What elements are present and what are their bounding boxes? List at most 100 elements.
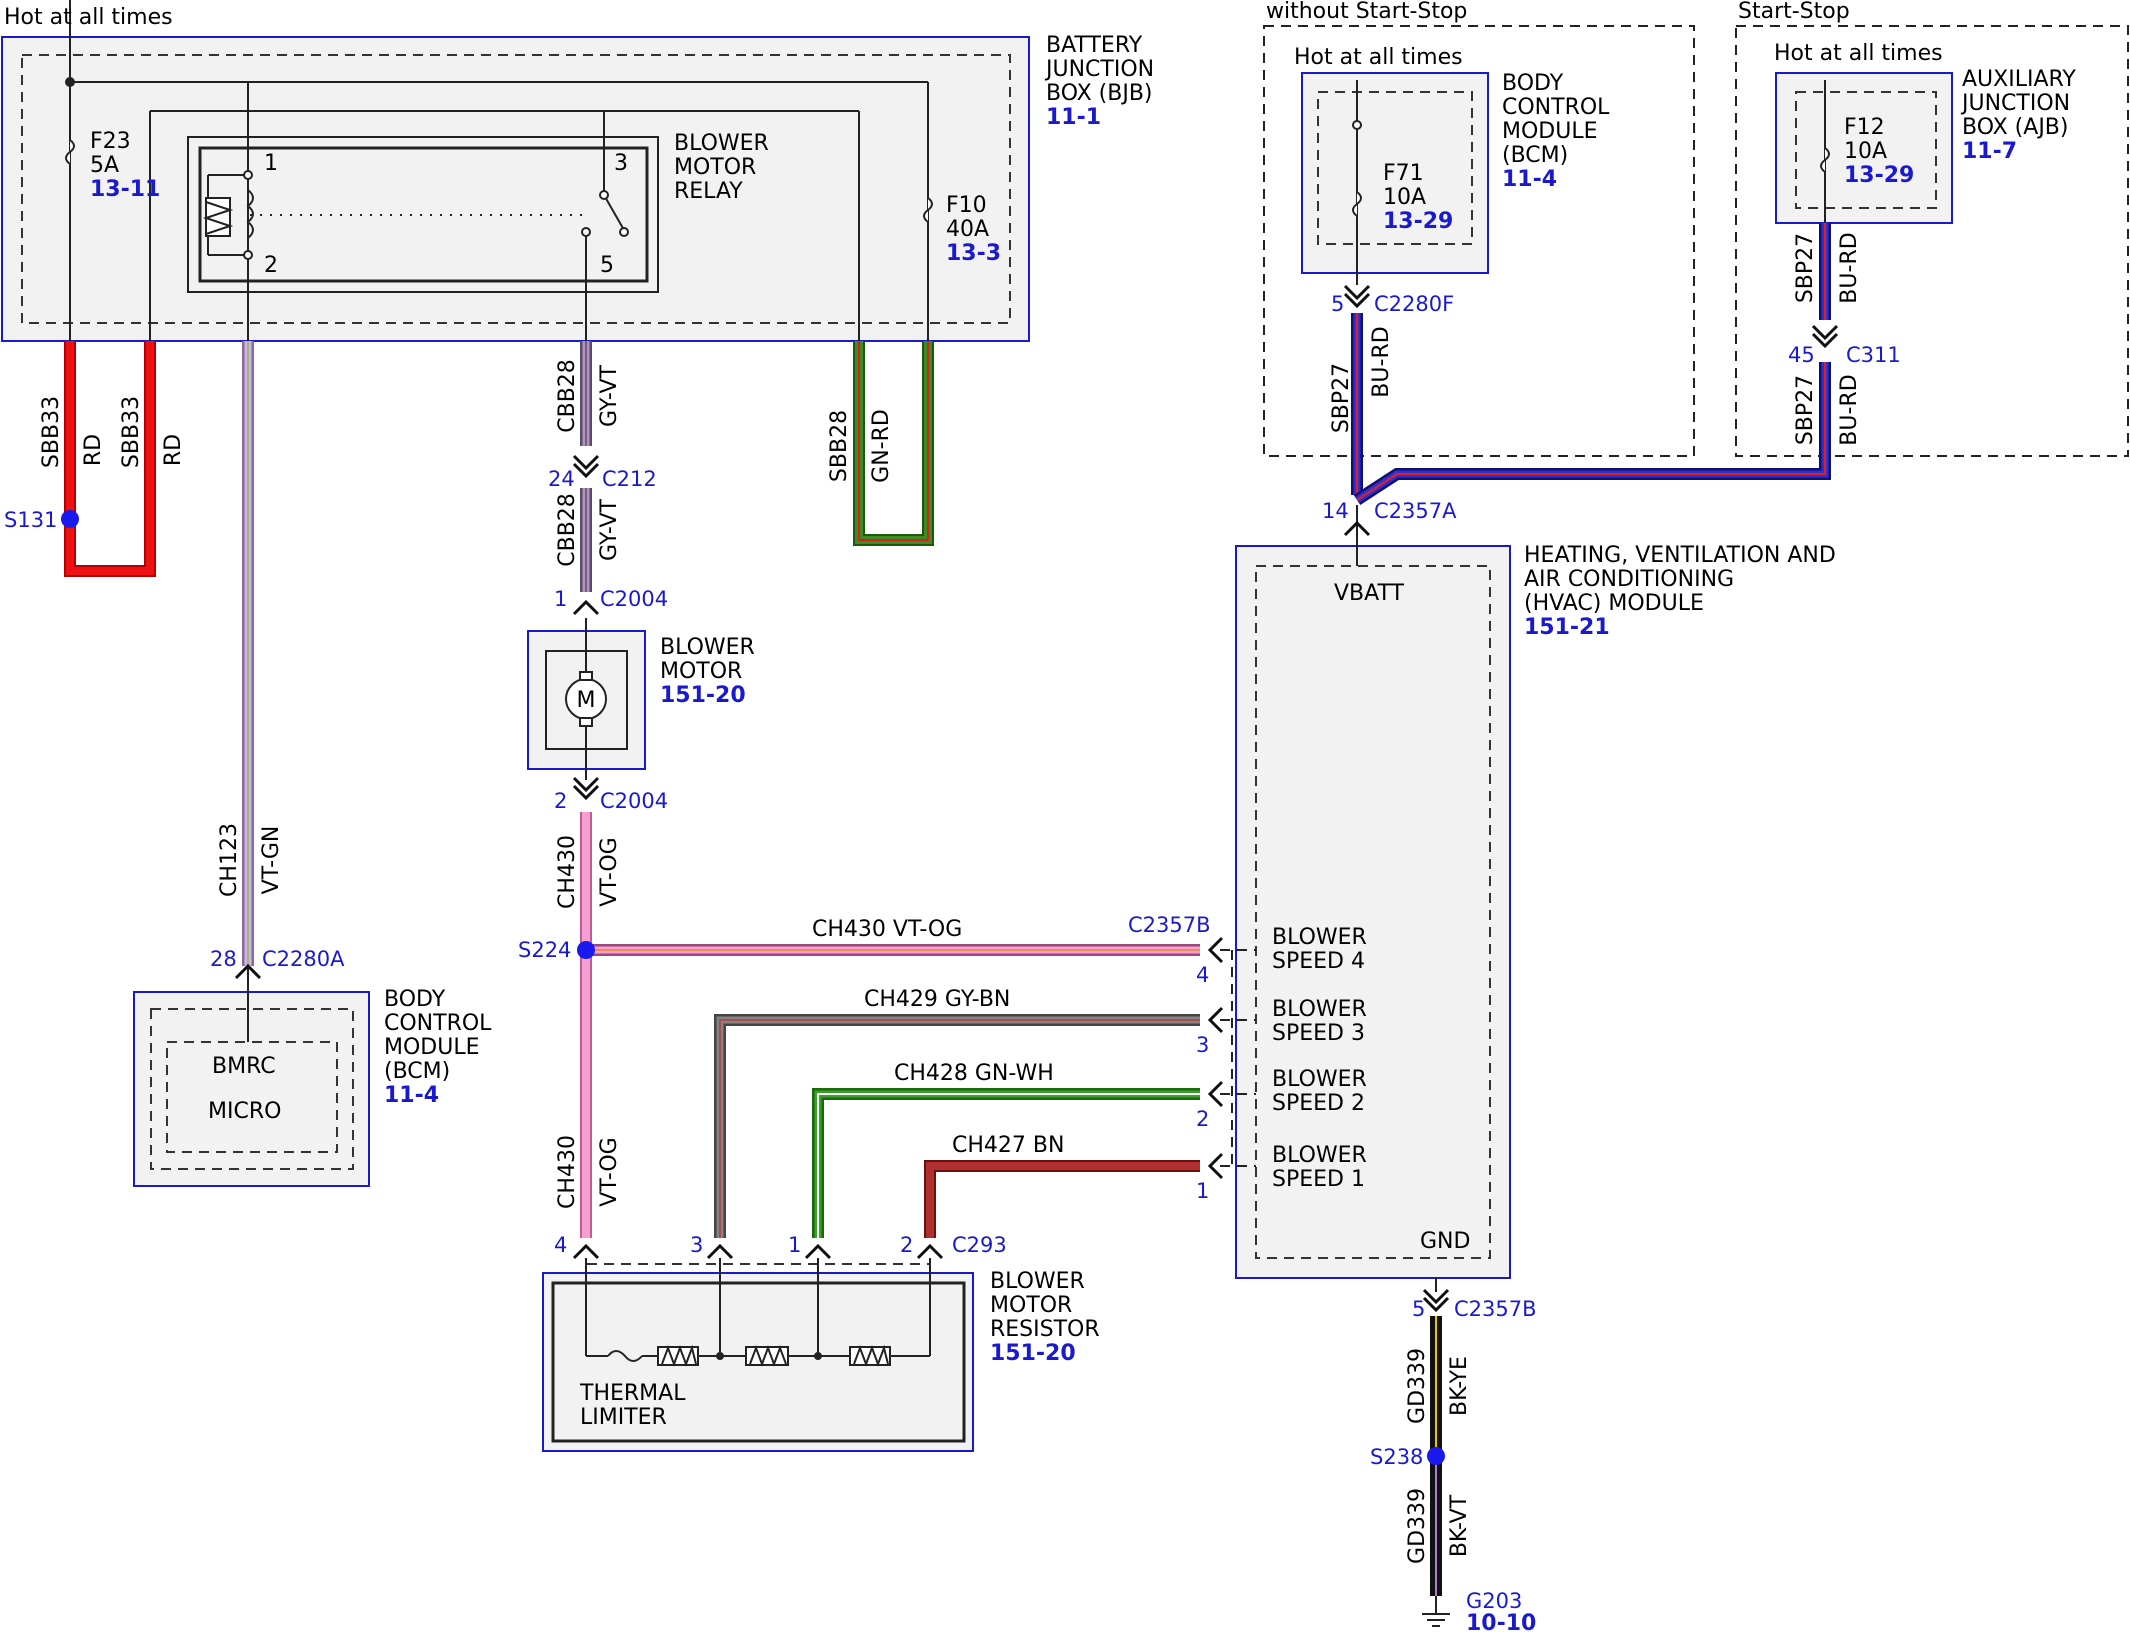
- wire-ch429: [714, 1014, 1200, 1238]
- s238-label: S238: [1370, 1445, 1423, 1469]
- thermal-limiter-1: THERMAL: [579, 1381, 686, 1406]
- with-ss-header: Start-Stop: [1738, 0, 1850, 24]
- f10-ref: 13-3: [946, 241, 1001, 266]
- resistor-name-3: RESISTOR: [990, 1317, 1100, 1342]
- blower-motor-ref: 151-20: [660, 683, 746, 708]
- bjb-box: [1, 36, 1030, 342]
- bcm-top-name-1: BODY: [1502, 71, 1564, 96]
- thermal-limiter-2: LIMITER: [580, 1405, 667, 1430]
- hvac-speed1-a: BLOWER: [1272, 1143, 1367, 1168]
- bjb-ref: 11-1: [1046, 105, 1101, 130]
- motor-symbol-label: M: [577, 688, 596, 713]
- bjb-inner-dashed: [21, 54, 1011, 324]
- c293-pin-4: 4: [554, 1233, 567, 1257]
- c2280a-pin: 28: [210, 947, 237, 971]
- relay-name-3: RELAY: [674, 179, 743, 204]
- wire-ch427: [924, 1160, 1200, 1238]
- cbb28-b-color: GY-VT: [597, 498, 622, 560]
- hvac-speed3-b: SPEED 3: [1272, 1021, 1365, 1046]
- blower-motor-name-1: BLOWER: [660, 635, 755, 660]
- terminal-dots: [65, 77, 1362, 260]
- hvac-name-3: (HVAC) MODULE: [1524, 591, 1704, 616]
- relay-pin-2: 2: [264, 253, 278, 278]
- ch427-h-label: CH427 BN: [952, 1133, 1064, 1158]
- connector-arrows: [234, 284, 1839, 1313]
- bcm-left-inner-1: BMRC: [212, 1054, 276, 1079]
- hvac-speed4-a: BLOWER: [1272, 925, 1367, 950]
- without-ss-header: without Start-Stop: [1266, 0, 1467, 24]
- with-ss-frame: [1735, 25, 2129, 457]
- ajb-name-3: BOX (AJB): [1962, 115, 2068, 140]
- ch123-color: VT-GN: [259, 826, 284, 895]
- c2357a-conn: C2357A: [1374, 499, 1457, 523]
- ajb-name-1: AUXILIARY: [1962, 67, 2076, 92]
- g203-label: G203: [1466, 1589, 1522, 1613]
- hvac-speed4-b: SPEED 4: [1272, 949, 1365, 974]
- hvac-speed2-b: SPEED 2: [1272, 1091, 1365, 1116]
- fuse-symbols: [65, 139, 1830, 223]
- ajb-inner: [1795, 91, 1937, 209]
- ch430-b-circuit: CH430: [555, 1135, 580, 1209]
- c2357b-pin-2: 2: [1196, 1107, 1209, 1131]
- ajb-ref: 11-7: [1962, 139, 2017, 164]
- relay-coil-symbol: [202, 189, 254, 239]
- f23-ref: 13-11: [90, 177, 160, 202]
- f10-name: F10: [946, 193, 987, 218]
- wire-ch430: [580, 812, 1200, 1238]
- c2004-bot-pin: 2: [554, 789, 567, 813]
- bcm-top-name-3: MODULE: [1502, 119, 1598, 144]
- f12-amp: 10A: [1844, 139, 1887, 164]
- bcm-top-ref: 11-4: [1502, 167, 1557, 192]
- c293-pin-1: 1: [788, 1233, 801, 1257]
- sbb33-b-color: RD: [161, 434, 186, 466]
- c293-pin-3: 3: [690, 1233, 703, 1257]
- wire-ch428: [812, 1088, 1200, 1238]
- f71-ref: 13-29: [1383, 209, 1453, 234]
- f23-amp: 5A: [90, 153, 119, 178]
- s131-label: S131: [4, 508, 57, 532]
- hvac-name-2: AIR CONDITIONING: [1524, 567, 1734, 592]
- hvac-speed2-a: BLOWER: [1272, 1067, 1367, 1092]
- bcm-left-inner1: [150, 1008, 354, 1170]
- c311-pin: 45: [1788, 343, 1815, 367]
- sbp27-top-color: BU-RD: [1369, 326, 1394, 397]
- hvac-vbatt: VBATT: [1334, 581, 1405, 606]
- gnd-pin: 5: [1412, 1297, 1425, 1321]
- hvac-speed1-b: SPEED 1: [1272, 1167, 1365, 1192]
- gd339-b-circuit: GD339: [1405, 1488, 1430, 1564]
- sbp27-top-circuit: SBP27: [1329, 363, 1354, 433]
- without-ss-frame: [1263, 25, 1695, 457]
- ch123-circuit: CH123: [217, 823, 242, 897]
- c212-conn: C212: [602, 467, 657, 491]
- sbb28-color: GN-RD: [869, 409, 894, 483]
- c2357b-pin-1: 1: [1196, 1179, 1209, 1203]
- relay-name-1: BLOWER: [674, 131, 769, 156]
- c2004-top-pin: 1: [554, 587, 567, 611]
- bjb-hot-label: Hot at all times: [4, 5, 173, 30]
- relay-name-2: MOTOR: [674, 155, 756, 180]
- sbb33-a-circuit: SBB33: [39, 396, 64, 468]
- ch429-h-label: CH429 GY-BN: [864, 987, 1010, 1012]
- bcm-left-box: [133, 991, 370, 1187]
- c293-conn: C293: [952, 1233, 1007, 1257]
- cbb28-b-circuit: CBB28: [555, 493, 580, 567]
- c2280f-pin: 5: [1331, 292, 1344, 316]
- cbb28-a-color: GY-VT: [597, 364, 622, 426]
- bjb-name-1: BATTERY: [1046, 33, 1143, 58]
- f12-ref: 13-29: [1844, 163, 1914, 188]
- bcm-top-inner: [1317, 91, 1473, 245]
- bcm-top-name-4: (BCM): [1502, 143, 1568, 168]
- hvac-ref: 151-21: [1524, 615, 1610, 640]
- bcm-left-inner2: [166, 1041, 338, 1153]
- g203-ref: 10-10: [1466, 1611, 1536, 1634]
- hvac-gnd: GND: [1420, 1229, 1470, 1254]
- sbp27-ajb-circuit-2: SBP27: [1793, 375, 1818, 445]
- f23-name: F23: [90, 129, 131, 154]
- bcm-top-hot-label: Hot at all times: [1294, 45, 1463, 70]
- hvac-box: [1235, 545, 1511, 1279]
- bcm-left-name-1: BODY: [384, 987, 446, 1012]
- c2357b-pin-3: 3: [1196, 1033, 1209, 1057]
- c2357b-conn: C2357B: [1128, 913, 1211, 937]
- motor-symbol: M: [565, 671, 607, 727]
- bjb-name-3: BOX (BJB): [1046, 81, 1153, 106]
